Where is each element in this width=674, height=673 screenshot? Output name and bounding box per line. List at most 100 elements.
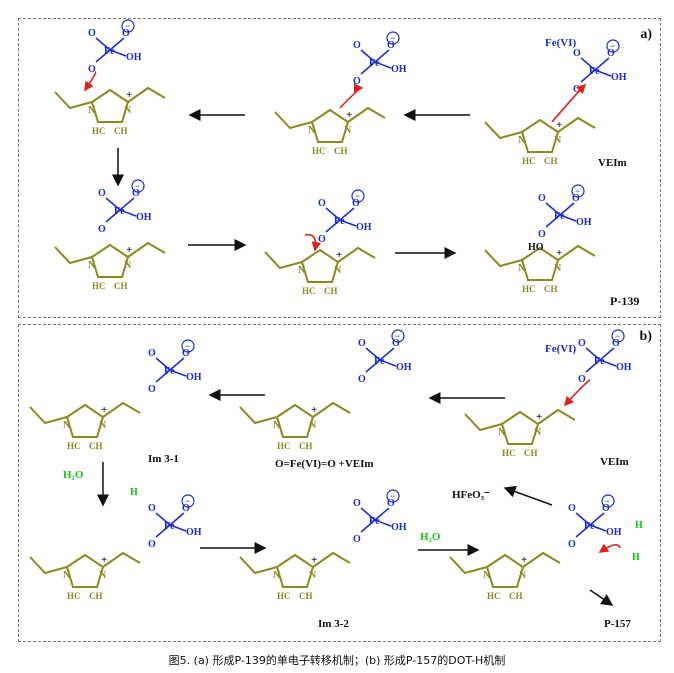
fe-o-bond — [155, 357, 171, 371]
imidazolium-ring — [520, 246, 560, 281]
negative-charge — [386, 31, 400, 45]
fe-o-bond — [575, 524, 591, 538]
fe-atom: Fe — [114, 206, 125, 217]
oxygen-atom: O — [568, 539, 576, 550]
fe-o-bond — [580, 57, 596, 71]
hydroxyl-group: OH — [391, 64, 407, 75]
curly-arrow — [339, 83, 364, 109]
negative-sign: − — [575, 186, 580, 196]
oxygen-atom: O — [88, 64, 96, 75]
oxygen-atom: O — [182, 503, 190, 514]
oxygen-atom: O — [578, 338, 586, 349]
vinyl-group — [102, 401, 141, 418]
plus-charge: + — [346, 109, 352, 121]
oxygen-atom: O — [318, 198, 326, 209]
panel-b-frame — [18, 324, 661, 642]
fe-o-bond — [379, 347, 395, 361]
oxygen-atom: O — [568, 503, 576, 514]
nitrogen-atom: N — [63, 420, 71, 431]
vinyl-group — [102, 551, 141, 568]
plus-charge: + — [336, 249, 342, 261]
reaction-arrow — [503, 485, 553, 506]
nitrogen-atom: N — [88, 260, 96, 271]
fe-atom: Fe — [594, 356, 605, 367]
fe-o-bond — [545, 214, 561, 228]
hydroxyl-group: OH — [611, 72, 627, 83]
negative-charge — [121, 19, 135, 33]
ethyl-chain — [274, 111, 313, 130]
negative-sign: − — [125, 21, 130, 31]
hc-label: HC — [277, 441, 291, 451]
oxygen-atom: O — [572, 193, 580, 204]
plus-charge: + — [101, 554, 107, 566]
fe-o-bond — [155, 524, 171, 538]
hydrogen-atom: H — [130, 487, 138, 498]
oxygen-atom: O — [88, 28, 96, 39]
fe-o-bond — [119, 209, 137, 217]
fe-o-bond — [169, 369, 187, 377]
nitrogen-atom: N — [518, 263, 526, 274]
fe-o-bond — [585, 359, 601, 373]
imidazolium-ring — [65, 403, 105, 438]
negative-charge — [601, 494, 615, 508]
hc-label: HC — [522, 156, 536, 166]
oxygen-atom: O — [538, 229, 546, 240]
hydroxyl-group: OH — [576, 217, 592, 228]
panel-a-frame — [18, 18, 661, 318]
p157-label: P-157 — [604, 618, 631, 630]
curly-arrow — [84, 71, 97, 92]
ch-label: CH — [89, 441, 103, 451]
negative-sign: − — [355, 191, 360, 201]
plus-charge: + — [126, 89, 132, 101]
fe-atom: Fe — [104, 46, 115, 57]
panel-a-tag: a) — [640, 27, 652, 42]
nitrogen-atom: N — [124, 105, 132, 116]
negative-sign: − — [390, 33, 395, 43]
fe-o-bond — [594, 69, 612, 77]
fe-o-bond — [365, 359, 381, 373]
oxygen-atom: O — [148, 503, 156, 514]
plus-charge: + — [536, 411, 542, 423]
hc-label: HC — [522, 284, 536, 294]
fe-o-bond — [575, 512, 591, 526]
nitrogen-atom: N — [483, 570, 491, 581]
negative-sign: − — [615, 331, 620, 341]
fe-o-bond — [109, 49, 127, 57]
nitrogen-atom: N — [309, 570, 317, 581]
oxygen-atom: O — [573, 48, 581, 59]
ethyl-chain — [264, 251, 303, 270]
ch-label: CH — [544, 156, 558, 166]
nitrogen-atom: N — [334, 265, 342, 276]
negative-charge — [391, 329, 405, 343]
hydroxyl-group: OH — [356, 222, 372, 233]
ethyl-chain — [239, 556, 278, 575]
negative-charge — [611, 329, 625, 343]
nitrogen-atom: N — [554, 263, 562, 274]
oxygen-atom: O — [148, 539, 156, 550]
imidazolium-ring — [65, 553, 105, 588]
figure-caption: 图5. (a) 形成P-139的单电子转移机制；(b) 形成P-157的DOT-… — [168, 654, 506, 667]
fe-vi-label-b: Fe(VI) — [545, 343, 576, 355]
ch-label: CH — [299, 591, 313, 601]
oxygen-atom: O — [612, 338, 620, 349]
fe-atom: Fe — [164, 521, 175, 532]
fe-o-bond — [580, 69, 596, 83]
fe-o-bond — [594, 57, 610, 71]
ch-label: CH — [509, 591, 523, 601]
veim-label-a: VEIm — [598, 157, 627, 169]
reaction-arrow — [589, 589, 614, 606]
curly-arrow — [563, 379, 591, 407]
hc-label: HC — [277, 591, 291, 601]
ethyl-chain — [54, 91, 93, 110]
imidazolium-ring — [520, 118, 560, 153]
hc-label: HC — [67, 591, 81, 601]
fe-o-bond — [325, 207, 341, 221]
fe-o-bond — [360, 507, 376, 521]
oxygen-atom: O — [387, 40, 395, 51]
oxygen-atom: O — [358, 338, 366, 349]
fe-o-bond — [559, 214, 577, 222]
negative-sign: − — [390, 491, 395, 501]
ethyl-chain — [29, 556, 68, 575]
water-label-2: H₂O — [420, 531, 441, 543]
